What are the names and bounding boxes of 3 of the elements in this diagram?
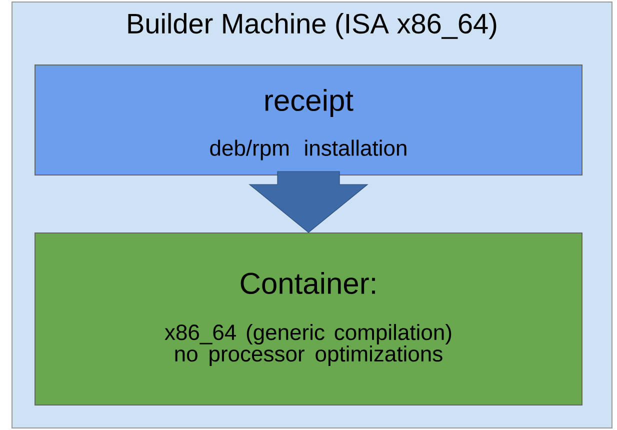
block-arrow [248, 171, 368, 233]
process-box: receipt deb/rpm installation [34, 64, 582, 176]
process-box: Container: x86_64 (generic compilation) no processor optimizations [34, 232, 582, 406]
